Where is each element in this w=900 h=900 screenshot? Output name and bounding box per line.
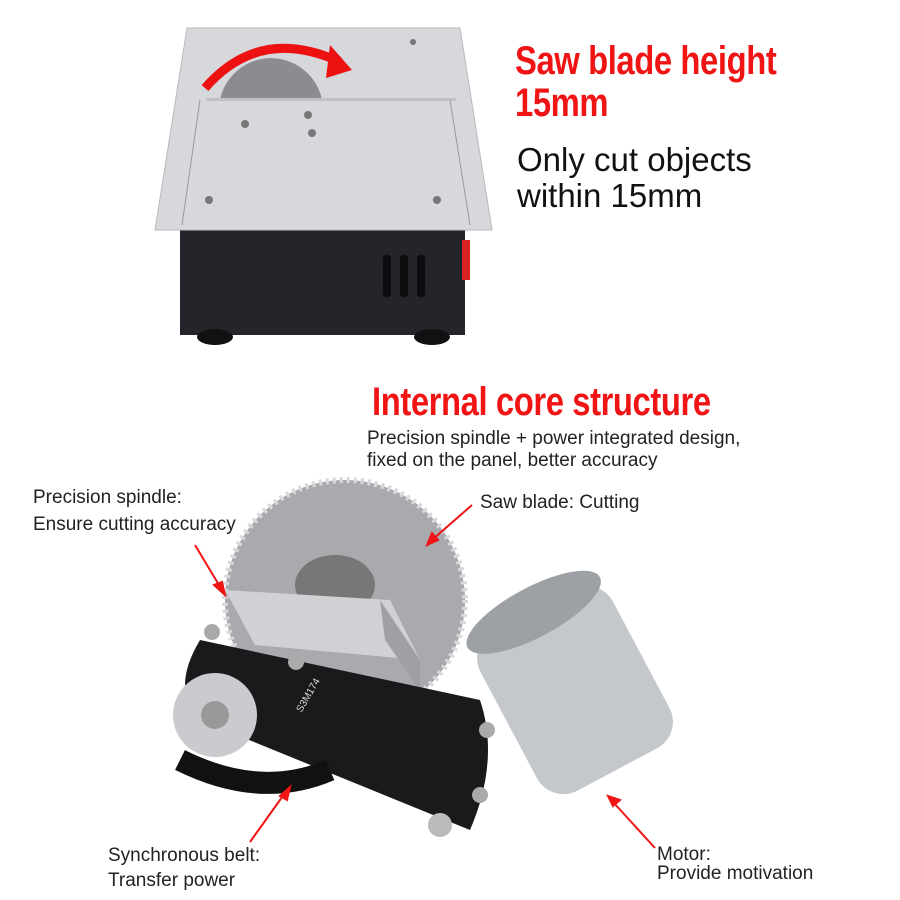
core-subtitle-line2: fixed on the panel, better accuracy <box>367 450 658 471</box>
core-title: Internal core structure <box>372 380 711 424</box>
core-structure-image <box>173 477 673 849</box>
height-desc-line1: Only cut objects <box>517 141 752 178</box>
core-subtitle-line1: Precision spindle + power integrated des… <box>367 428 741 449</box>
motor-callout-desc: Provide motivation <box>657 863 814 884</box>
belt-callout-desc: Transfer power <box>108 870 236 891</box>
blade-callout: Saw blade: Cutting <box>480 492 640 513</box>
spindle-callout-desc: Ensure cutting accuracy <box>33 514 236 535</box>
height-title-line1: Saw blade height <box>515 39 777 83</box>
spindle-callout-title: Precision spindle: <box>33 487 182 508</box>
height-title-line2: 15mm <box>515 81 609 125</box>
belt-callout-title: Synchronous belt: <box>108 845 261 866</box>
table-saw-image <box>154 27 493 345</box>
height-desc-line2: within 15mm <box>517 177 703 214</box>
motor-callout-title: Motor: <box>657 844 711 865</box>
